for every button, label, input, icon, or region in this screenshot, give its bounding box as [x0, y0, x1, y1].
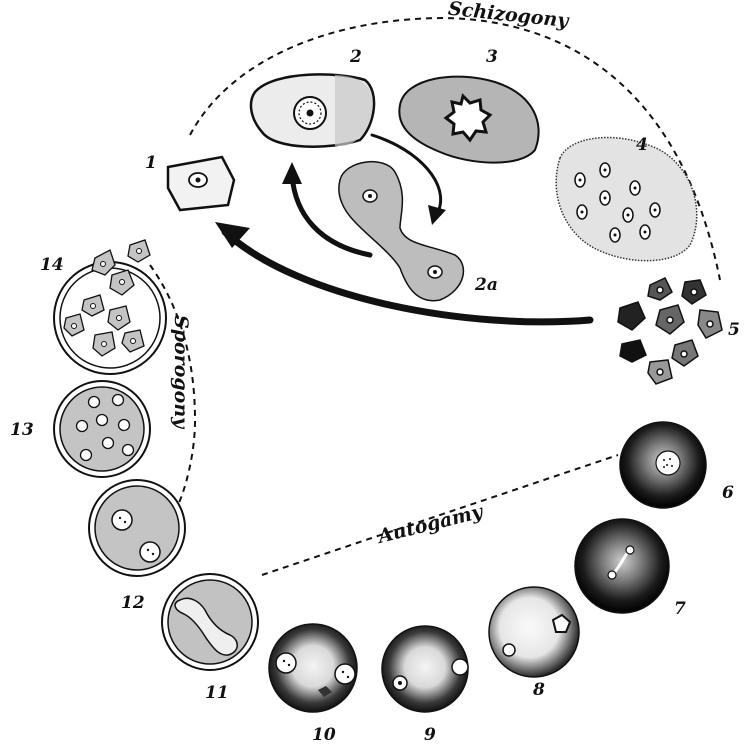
stage-label-4: 4	[636, 135, 648, 155]
stage-label-3: 3	[486, 47, 498, 67]
phase-label-sporogony: Sporogony	[170, 315, 192, 430]
arrow-2a-to-2-head	[282, 162, 302, 184]
stage-label-7: 7	[674, 599, 686, 619]
phase-label-autogamy: Autogamy	[374, 500, 487, 548]
stage-label-5: 5	[728, 320, 740, 340]
stage-1-cell	[168, 157, 234, 210]
stage-4-cell	[556, 138, 697, 261]
stage-9-cyst	[382, 626, 468, 712]
stage-label-1: 1	[145, 153, 157, 173]
stage-label-9: 9	[424, 725, 436, 744]
stage-label-11: 11	[205, 683, 229, 703]
stage-label-6: 6	[722, 483, 734, 503]
stage-label-13: 13	[10, 420, 34, 440]
phase-label-schizogony: Schizogony	[447, 0, 571, 32]
stage-10-cyst	[269, 624, 357, 712]
stage-11-cyst	[162, 574, 258, 670]
stage-6-cyst	[620, 422, 706, 508]
stage-14-cyst	[54, 240, 166, 374]
stage-2-cell	[251, 74, 374, 146]
stage-2a-cell	[339, 162, 464, 301]
stage-label-2: 2	[349, 47, 362, 67]
stage-3-cell	[399, 77, 538, 163]
stage-label-2a: 2a	[474, 275, 498, 295]
stage-5-merozoites	[618, 278, 722, 384]
stage-label-8: 8	[532, 680, 545, 700]
stage-label-14: 14	[40, 255, 64, 275]
stage-8-cyst	[489, 587, 579, 677]
arrow-2-to-2a-head	[428, 205, 446, 225]
stage-13-cyst	[54, 381, 150, 477]
stage-label-12: 12	[121, 593, 145, 613]
stage-7-cyst	[575, 519, 669, 613]
stage-12-cyst	[89, 480, 185, 576]
stage-label-10: 10	[312, 725, 336, 744]
